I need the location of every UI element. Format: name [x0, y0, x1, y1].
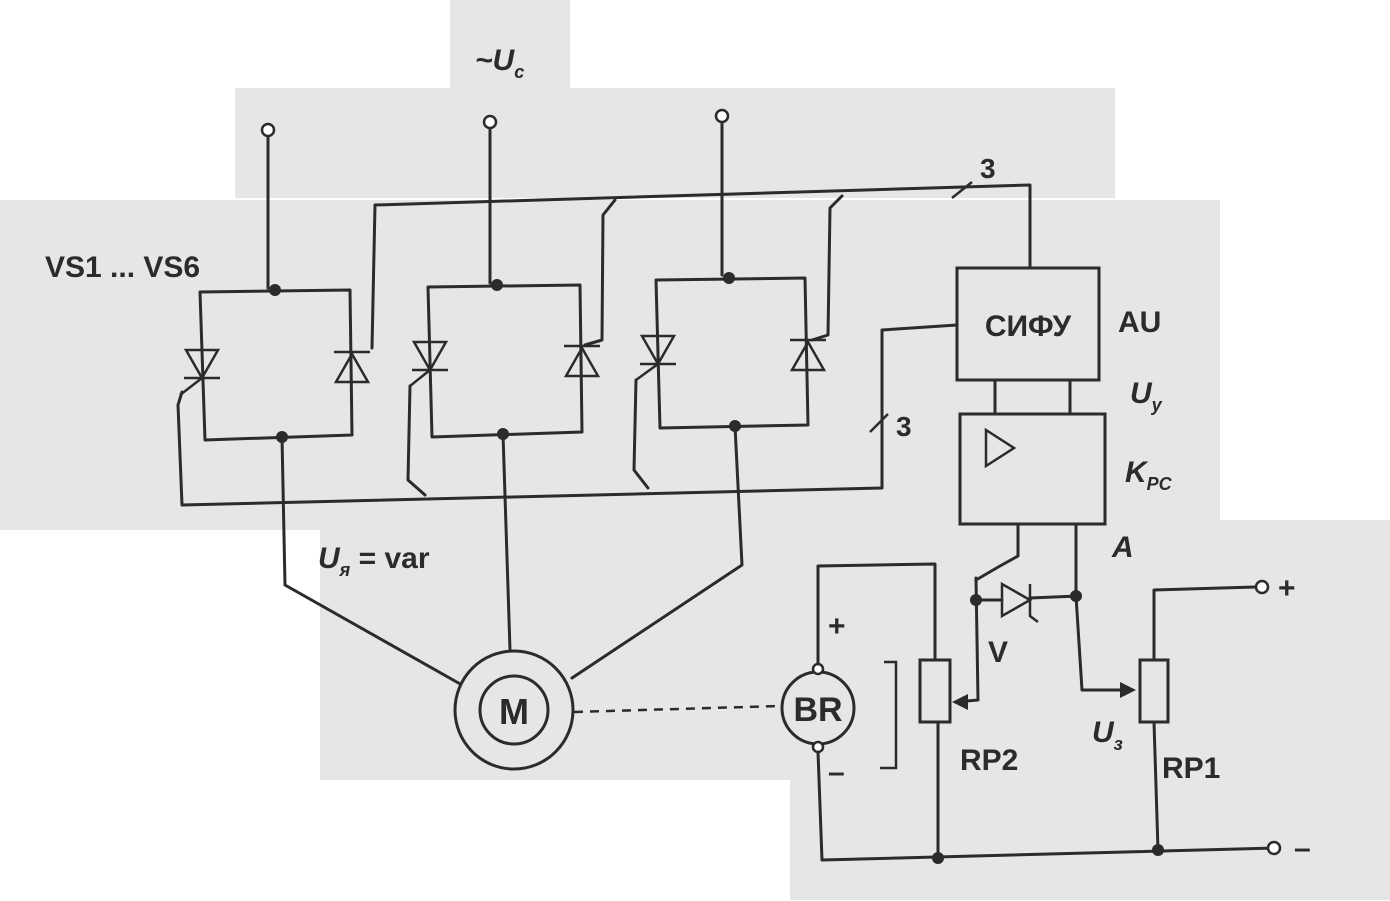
minus-terminal: [1266, 840, 1282, 856]
armature-voltage-label: U: [318, 542, 341, 575]
supply-terminal-b: [482, 114, 498, 130]
motor-wiring: [280, 424, 744, 687]
control-unit-ref: AU: [1118, 306, 1161, 339]
amplifier-icon: [984, 427, 1017, 469]
supply-terminal-a: [260, 122, 276, 138]
supply-terminals: [260, 108, 730, 290]
rp2-label: RP2: [960, 744, 1018, 777]
motor: M: [453, 649, 575, 771]
tacho-minus: –: [828, 756, 845, 789]
svg-text:Uy: Uy: [1130, 377, 1163, 415]
tacho-plus: +: [828, 610, 846, 643]
thyristors-label: VS1 ... VS6: [45, 251, 200, 284]
gate-bus-top: [370, 181, 1032, 350]
control-unit-label: СИФУ: [985, 310, 1072, 343]
motor-label: M: [499, 691, 529, 732]
svg-text:Uз: Uз: [1092, 716, 1123, 754]
control-unit-block: СИФУ: [955, 266, 1101, 416]
potentiometer-rp2: [918, 576, 980, 724]
svg-text:Uя = var: Uя = var: [318, 542, 430, 580]
svg-text:KPC: KPC: [1125, 456, 1173, 494]
terminal-plus-label: +: [1278, 572, 1296, 605]
tachogenerator: BR: [780, 660, 898, 770]
zener-diode: [970, 581, 1082, 623]
bus-count-top: 3: [980, 153, 996, 184]
potentiometer-rp1: [1074, 579, 1270, 852]
regulator-block: [958, 412, 1107, 598]
node-a-label: A: [1111, 531, 1134, 564]
control-voltage-label: U: [1130, 377, 1153, 410]
tacho-label: BR: [793, 691, 842, 729]
terminal-minus-label: –: [1294, 832, 1311, 865]
supply-label: ~U: [475, 44, 516, 77]
setpoint-voltage-label: U: [1092, 716, 1115, 749]
feedback-wiring: [816, 562, 1282, 864]
svg-text:~Uc: ~Uc: [475, 44, 524, 82]
gate-bus-bottom: [176, 323, 959, 507]
regulator-label: K: [1125, 456, 1149, 489]
labels: ~Uc VS1 ... VS6 3 3 AU Uy KPC A Uя = var…: [45, 44, 1311, 865]
diode-label: V: [988, 636, 1008, 669]
plus-terminal: [1254, 579, 1270, 595]
supply-terminal-c: [714, 108, 730, 124]
bus-count-mid: 3: [896, 411, 912, 442]
thyristor-cell-1: [179, 284, 371, 443]
shaft-coupling: [573, 704, 781, 714]
thyristor-cell-3: [635, 272, 827, 432]
thyristor-cell-2: [409, 279, 601, 440]
rp1-label: RP1: [1162, 752, 1220, 785]
